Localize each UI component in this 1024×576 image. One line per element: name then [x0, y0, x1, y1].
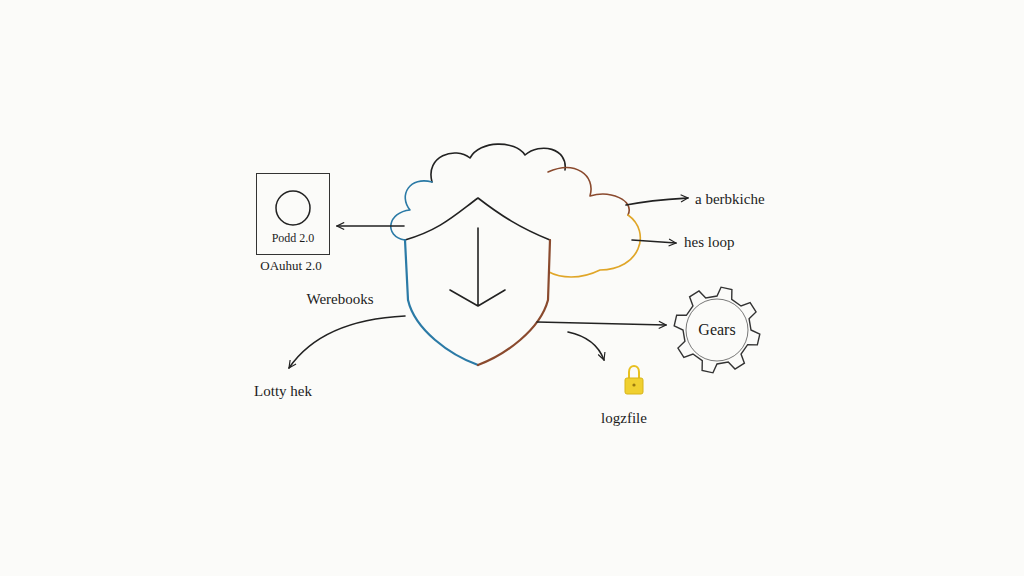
- arrow: [289, 316, 405, 368]
- shield-outline: [405, 240, 478, 365]
- lock-body: [625, 378, 643, 394]
- cloud-outline: [431, 144, 565, 182]
- annotation-label: Werebooks: [306, 291, 373, 308]
- app-box: Podd 2.0OAuhut 2.0: [256, 173, 330, 255]
- arrow: [337, 225, 404, 227]
- gear-text: Gears: [698, 321, 735, 339]
- cloud-outline: [391, 181, 432, 240]
- shield-outline: [478, 240, 550, 365]
- annotation-label: logzfile: [601, 410, 647, 427]
- circle-icon: [276, 191, 310, 225]
- arrow: [632, 240, 676, 243]
- arrow: [626, 198, 688, 205]
- lock-keyhole: [632, 383, 635, 386]
- box-heading: OAuhut 2.0: [260, 259, 321, 274]
- annotation-label: hes loop: [684, 234, 734, 251]
- gear-outline: [674, 287, 760, 373]
- gear-rim: [686, 299, 748, 361]
- circle-icon: [273, 188, 313, 228]
- gear-node: Gears: [671, 284, 763, 376]
- annotation-label: a berbkiche: [695, 191, 765, 208]
- annotation-label: Lotty hek: [254, 383, 312, 400]
- cloud-outline: [549, 215, 640, 277]
- lock-shackle: [629, 366, 639, 378]
- cloud-outline: [548, 168, 629, 215]
- arrow: [537, 322, 666, 325]
- arrow: [568, 332, 604, 360]
- box-text: Podd 2.0: [257, 232, 329, 246]
- down-arrow: [450, 228, 505, 306]
